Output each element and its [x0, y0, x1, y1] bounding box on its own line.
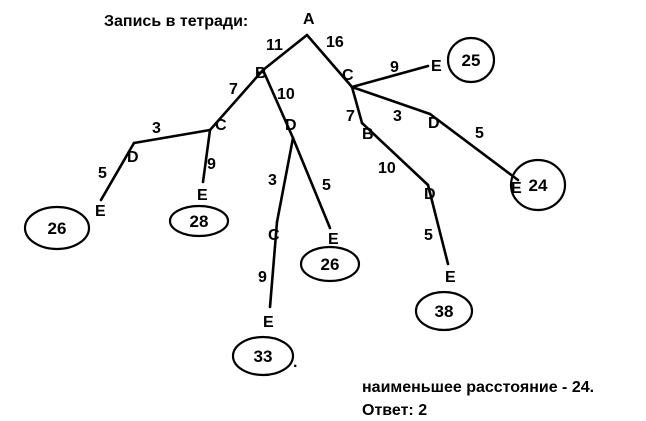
edge-weight-n2-n12: 7 — [346, 108, 355, 125]
edge-weight-n5-n6: 5 — [98, 165, 107, 182]
weights-layer: 11 16 7 10 3 5 9 3 9 5 9 7 3 10 5 5 — [98, 34, 484, 286]
tree-node-n4: D — [285, 117, 297, 134]
tree-node-n9: E — [263, 314, 274, 331]
edge-weight-n1-n4: 10 — [277, 86, 295, 103]
shortest-distance-text: наименьшее расстояние - 24. — [362, 379, 594, 396]
total-ring-n6 — [23, 205, 91, 251]
path-total-n7: 28 — [190, 212, 209, 231]
path-total-n16: 24 — [529, 176, 548, 195]
edge-n1-n3 — [208, 68, 265, 132]
edge-weight-n2-n13: 3 — [393, 108, 402, 125]
tree-node-n16: E — [511, 180, 522, 197]
total-ring-n16 — [509, 158, 567, 212]
edge-n4-n8 — [275, 136, 295, 224]
edge-n4-n10 — [291, 136, 332, 230]
edge-n8-n9 — [268, 220, 279, 309]
edges-layer — [99, 33, 520, 309]
tree-node-n11: E — [431, 58, 442, 75]
tree-node-n6: E — [95, 203, 106, 220]
edge-n13-n16 — [428, 112, 520, 182]
path-total-n6: 26 — [48, 219, 67, 238]
tree-node-n10: E — [328, 231, 339, 248]
total-ring-n9 — [231, 335, 295, 377]
tree-node-n14: D — [424, 186, 436, 203]
path-total-n9: 33 — [254, 347, 273, 366]
edge-weight-n4-n8: 3 — [268, 172, 277, 189]
tree-node-n15: E — [445, 269, 456, 286]
edge-n2-n11 — [350, 64, 430, 89]
tree-node-n3: C — [215, 117, 227, 134]
edge-weight-n1-n3: 7 — [229, 81, 238, 98]
total-ring-n7 — [168, 204, 230, 238]
tree-node-n12: B — [362, 126, 374, 143]
edge-n2-n12 — [350, 85, 364, 125]
edge-n12-n14 — [360, 121, 430, 187]
path-total-n10: 26 — [321, 255, 340, 274]
edge-weight-root-n2: 16 — [326, 34, 344, 51]
tree-node-n2: C — [342, 67, 354, 84]
notebook-title: Запись в тетради: — [104, 13, 248, 30]
path-total-n15: 38 — [435, 302, 454, 321]
edge-weight-n14-n15: 5 — [424, 227, 433, 244]
edge-weight-root-n1: 11 — [266, 37, 283, 54]
edge-weight-n3-n5: 3 — [152, 120, 161, 137]
edge-weight-n4-n10: 5 — [322, 177, 331, 194]
edge-n14-n15 — [426, 183, 450, 266]
tree-node-n5: D — [127, 149, 139, 166]
edge-root-n1 — [261, 33, 309, 72]
tree-node-n8: C — [268, 227, 280, 244]
total-ring-n15 — [414, 290, 474, 332]
answer-text: Ответ: 2 — [362, 402, 427, 419]
tree-node-n1: B — [255, 65, 267, 82]
edge-weight-n12-n14: 10 — [378, 160, 396, 177]
edge-n3-n5 — [132, 128, 212, 145]
edge-n5-n6 — [99, 141, 136, 202]
nodes-layer: A B C C D D E E C E E E B D D E E — [95, 11, 522, 331]
total-ring-n10 — [299, 245, 361, 283]
edge-weight-n3-n7: 9 — [207, 156, 216, 173]
edge-n1-n4 — [261, 68, 295, 140]
edge-n3-n7 — [201, 128, 212, 184]
edge-n2-n13 — [350, 85, 432, 116]
tree-node-n7: E — [197, 187, 208, 204]
tree-node-n13: D — [428, 115, 440, 132]
edge-weight-n8-n9: 9 — [258, 269, 267, 286]
edge-root-n2 — [305, 33, 354, 89]
path-total-n11: 25 — [462, 51, 481, 70]
stray-dot: . — [293, 354, 297, 371]
edge-weight-n2-n11: 9 — [390, 59, 399, 76]
tree-node-root: A — [303, 11, 315, 28]
edge-weight-n13-n16: 5 — [475, 125, 484, 142]
total-ring-n11 — [446, 36, 496, 84]
